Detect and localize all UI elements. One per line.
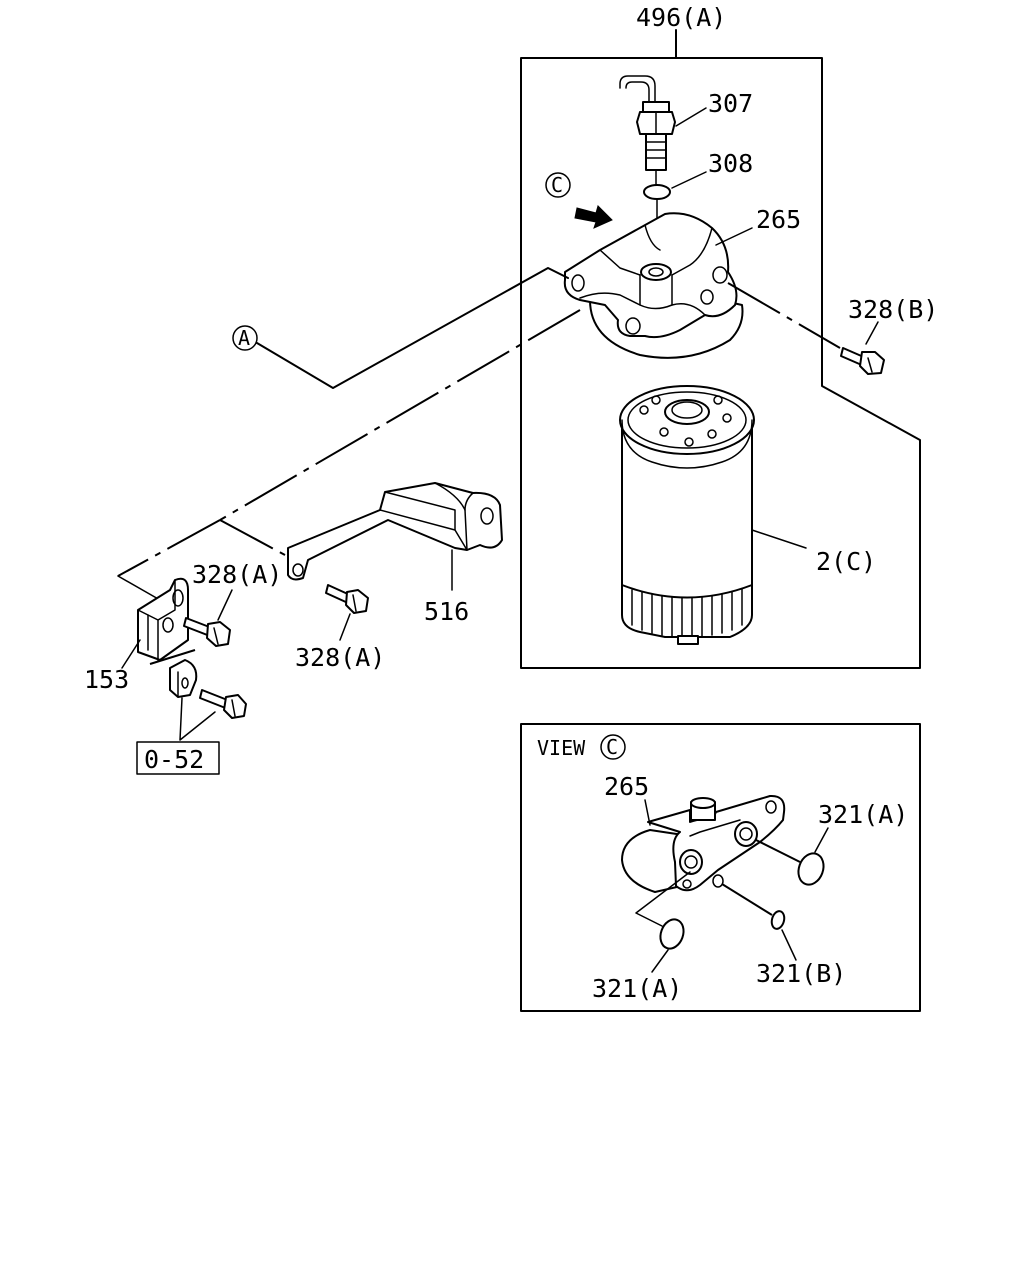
- ref-box-0-52: [136, 741, 220, 775]
- bolt-328a-bracket: [325, 584, 369, 614]
- bracket-516: [287, 482, 503, 581]
- view-c-marker: C: [551, 173, 563, 197]
- o-ring-321a-right: [797, 852, 825, 886]
- lower-clip: [169, 659, 198, 698]
- view-c-label-oring-a-left: 321(A): [592, 974, 682, 1003]
- label-bracket: 516: [424, 597, 469, 626]
- view-c-title-marker-circle: [600, 734, 626, 760]
- label-clip: 153: [84, 665, 129, 694]
- label-sensor: 307: [708, 89, 753, 118]
- label-bolt-b: 328(B): [848, 295, 938, 324]
- label-filter-head: 265: [756, 205, 801, 234]
- view-c-marker-circle: [545, 172, 571, 198]
- view-c-label-oring-a-right: 321(A): [818, 800, 908, 829]
- view-c-label-filter-head: 265: [604, 772, 649, 801]
- label-sensor-washer: 308: [708, 149, 753, 178]
- label-filter-element: 2(C): [816, 547, 876, 576]
- label-assembly: 496(A): [636, 3, 726, 32]
- filter-head-265: [563, 212, 744, 359]
- view-c-title-marker: C: [606, 735, 618, 759]
- assembly-outline: [520, 57, 921, 669]
- bolt-328b: [840, 347, 885, 375]
- o-ring-321b: [770, 910, 786, 930]
- sensor-307: [619, 75, 676, 189]
- clip-153: [137, 577, 189, 661]
- view-c-label-oring-b: 321(B): [756, 959, 846, 988]
- view-c-panel: [520, 723, 921, 1012]
- bolt-328a-clip: [183, 617, 231, 647]
- o-ring-321a-left: [659, 918, 685, 950]
- ref-a-marker: A: [238, 326, 250, 350]
- label-bolt-a-upper: 328(A): [192, 560, 282, 589]
- label-bolt-a-lower: 328(A): [295, 643, 385, 672]
- filter-head-view-c: [621, 794, 786, 893]
- washer-308: [643, 184, 671, 200]
- view-c-title: VIEW: [537, 736, 586, 760]
- filter-element-2c: [619, 385, 755, 645]
- lower-bolt: [199, 689, 247, 719]
- view-direction-arrow: [574, 205, 613, 229]
- label-ref-box: 0-52: [144, 745, 204, 774]
- ref-a-marker-circle: [232, 325, 258, 351]
